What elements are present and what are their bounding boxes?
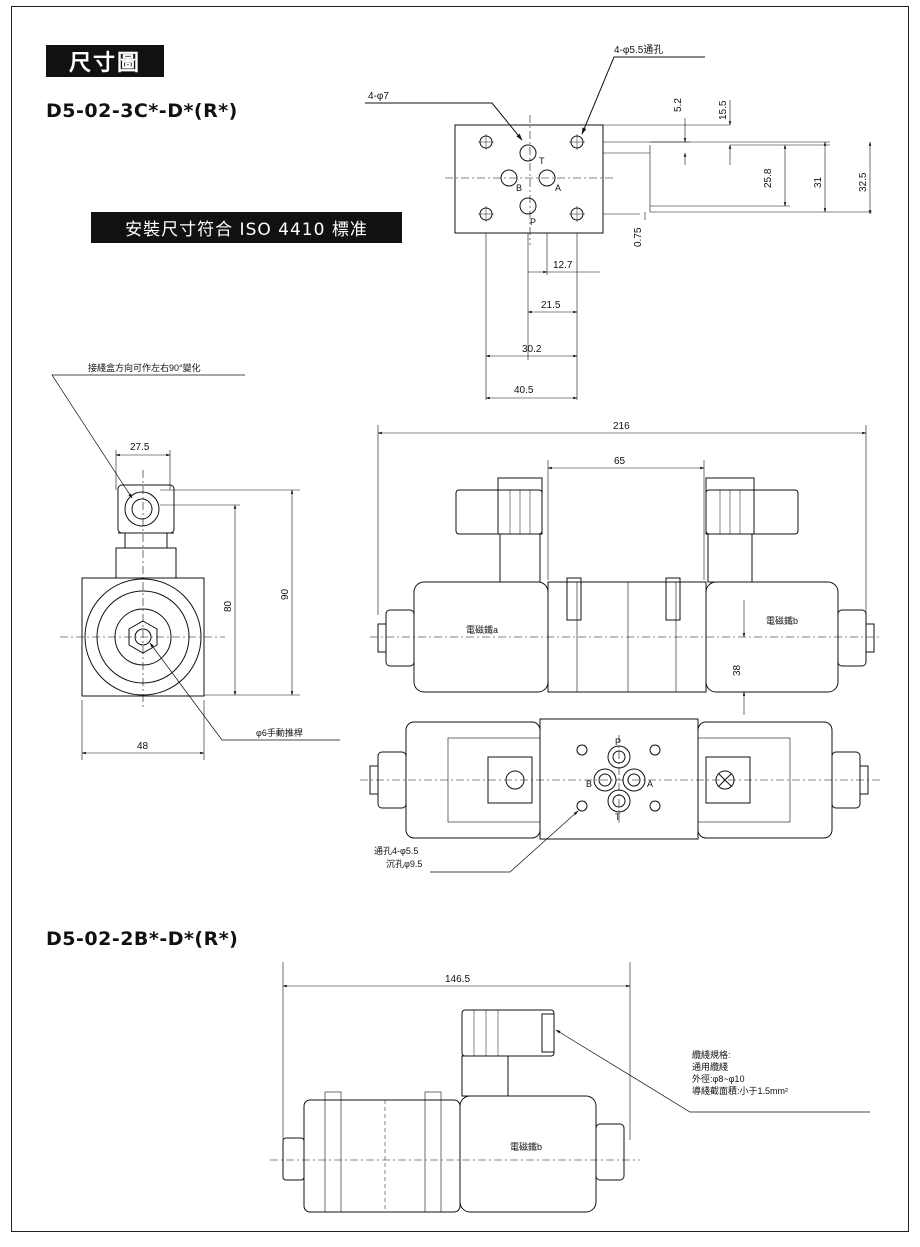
through-hole-label: 4-φ5.5通孔 <box>614 44 663 56</box>
dim-15-5: 15.5 <box>718 100 729 120</box>
second-solenoid-b-label: 電磁鐵b <box>510 1141 542 1152</box>
second-model-view <box>270 962 870 1213</box>
port-t-label: T <box>539 156 545 166</box>
dim-32-5: 32.5 <box>858 172 869 192</box>
bottom-label-p: P <box>615 737 621 747</box>
connector-a <box>455 489 543 535</box>
side-view-labels: 接綫盒方向可作左右90°變化 27.5 80 90 48 φ6手動推桿 <box>88 362 303 752</box>
dim-90: 90 <box>280 588 291 600</box>
cable-spec-line-2: 通用纜綫 <box>692 1061 728 1072</box>
mounting-face-view <box>365 56 872 400</box>
dim-65: 65 <box>614 456 626 467</box>
mount-hole <box>569 206 585 222</box>
mount-hole <box>569 134 585 150</box>
model-title-2: D5-02-2B*-D*(R*) <box>46 928 239 950</box>
port-b-label: B <box>516 183 522 193</box>
solenoid-a-label: 電磁鐵a <box>466 624 498 635</box>
through-hole-note: 通孔4-φ5.5 <box>374 846 418 856</box>
mount-hole <box>478 206 494 222</box>
dim-12-7: 12.7 <box>553 260 573 271</box>
bottom-label-a: A <box>647 779 653 789</box>
dim-31: 31 <box>813 176 824 188</box>
side-view <box>51 374 340 760</box>
dim-146-5: 146.5 <box>445 974 470 985</box>
second-model-labels: 146.5 電磁鐵b 纜綫規格: 通用纜綫 外徑:φ8~φ10 導綫截面積:小于… <box>445 974 788 1152</box>
port-t-hole <box>519 144 537 162</box>
dim-40-5: 40.5 <box>514 385 534 396</box>
cable-spec-line-1: 纜綫規格: <box>692 1049 731 1060</box>
dim-0-75: 0.75 <box>633 227 644 247</box>
bottom-label-b: B <box>586 779 592 789</box>
cable-spec-line-3: 外徑:φ8~φ10 <box>692 1073 744 1084</box>
port-p-hole <box>519 197 537 215</box>
dim-80: 80 <box>223 600 234 612</box>
port-b-hole <box>500 169 518 187</box>
front-view <box>370 425 880 715</box>
iso-standard-note: 安裝尺寸符合 ISO 4410 標准 <box>91 212 402 243</box>
model-title-1: D5-02-3C*-D*(R*) <box>46 100 238 122</box>
second-connector <box>461 1009 555 1057</box>
dim-38: 38 <box>732 664 743 676</box>
second-valve-body <box>303 1099 461 1213</box>
mount-hole <box>478 134 494 150</box>
dim-5-2: 5.2 <box>673 98 684 112</box>
manual-override-b <box>837 609 867 667</box>
dim-21-5: 21.5 <box>541 300 561 311</box>
cable-spec-line-4: 導綫截面積:小于1.5mm² <box>692 1085 788 1096</box>
port-p-label: P <box>530 217 536 227</box>
bottom-view <box>360 718 880 873</box>
dim-216: 216 <box>613 421 630 432</box>
drawing-frame <box>11 6 909 1232</box>
counterbore-note: 沉孔φ9.5 <box>386 859 422 869</box>
second-solenoid-b <box>459 1095 597 1213</box>
dim-48: 48 <box>137 741 149 752</box>
bottom-view-labels: P B A T 通孔4-φ5.5 沉孔φ9.5 <box>374 737 653 869</box>
solenoid-b-label: 電磁鐵b <box>766 615 798 626</box>
dim-25-8: 25.8 <box>763 168 774 188</box>
dimension-drawing-header: 尺寸圖 <box>46 45 164 77</box>
manual-pin-label: φ6手動推桿 <box>256 727 303 738</box>
port-hole-label: 4-φ7 <box>368 91 389 102</box>
manual-override-a <box>385 609 415 667</box>
port-a-label: A <box>555 183 561 193</box>
mounting-plate <box>454 124 604 234</box>
dim-30-2: 30.2 <box>522 344 542 355</box>
front-view-labels: 216 65 38 電磁鐵a 電磁鐵b <box>466 421 798 676</box>
mounting-face-labels: 4-φ5.5通孔 4-φ7 T B A P 5.2 15.5 25.8 31 3… <box>368 44 869 396</box>
bottom-label-t: T <box>615 812 621 822</box>
dim-27-5: 27.5 <box>130 442 150 453</box>
port-a-hole <box>538 169 556 187</box>
connector-rotation-note: 接綫盒方向可作左右90°變化 <box>88 362 201 373</box>
